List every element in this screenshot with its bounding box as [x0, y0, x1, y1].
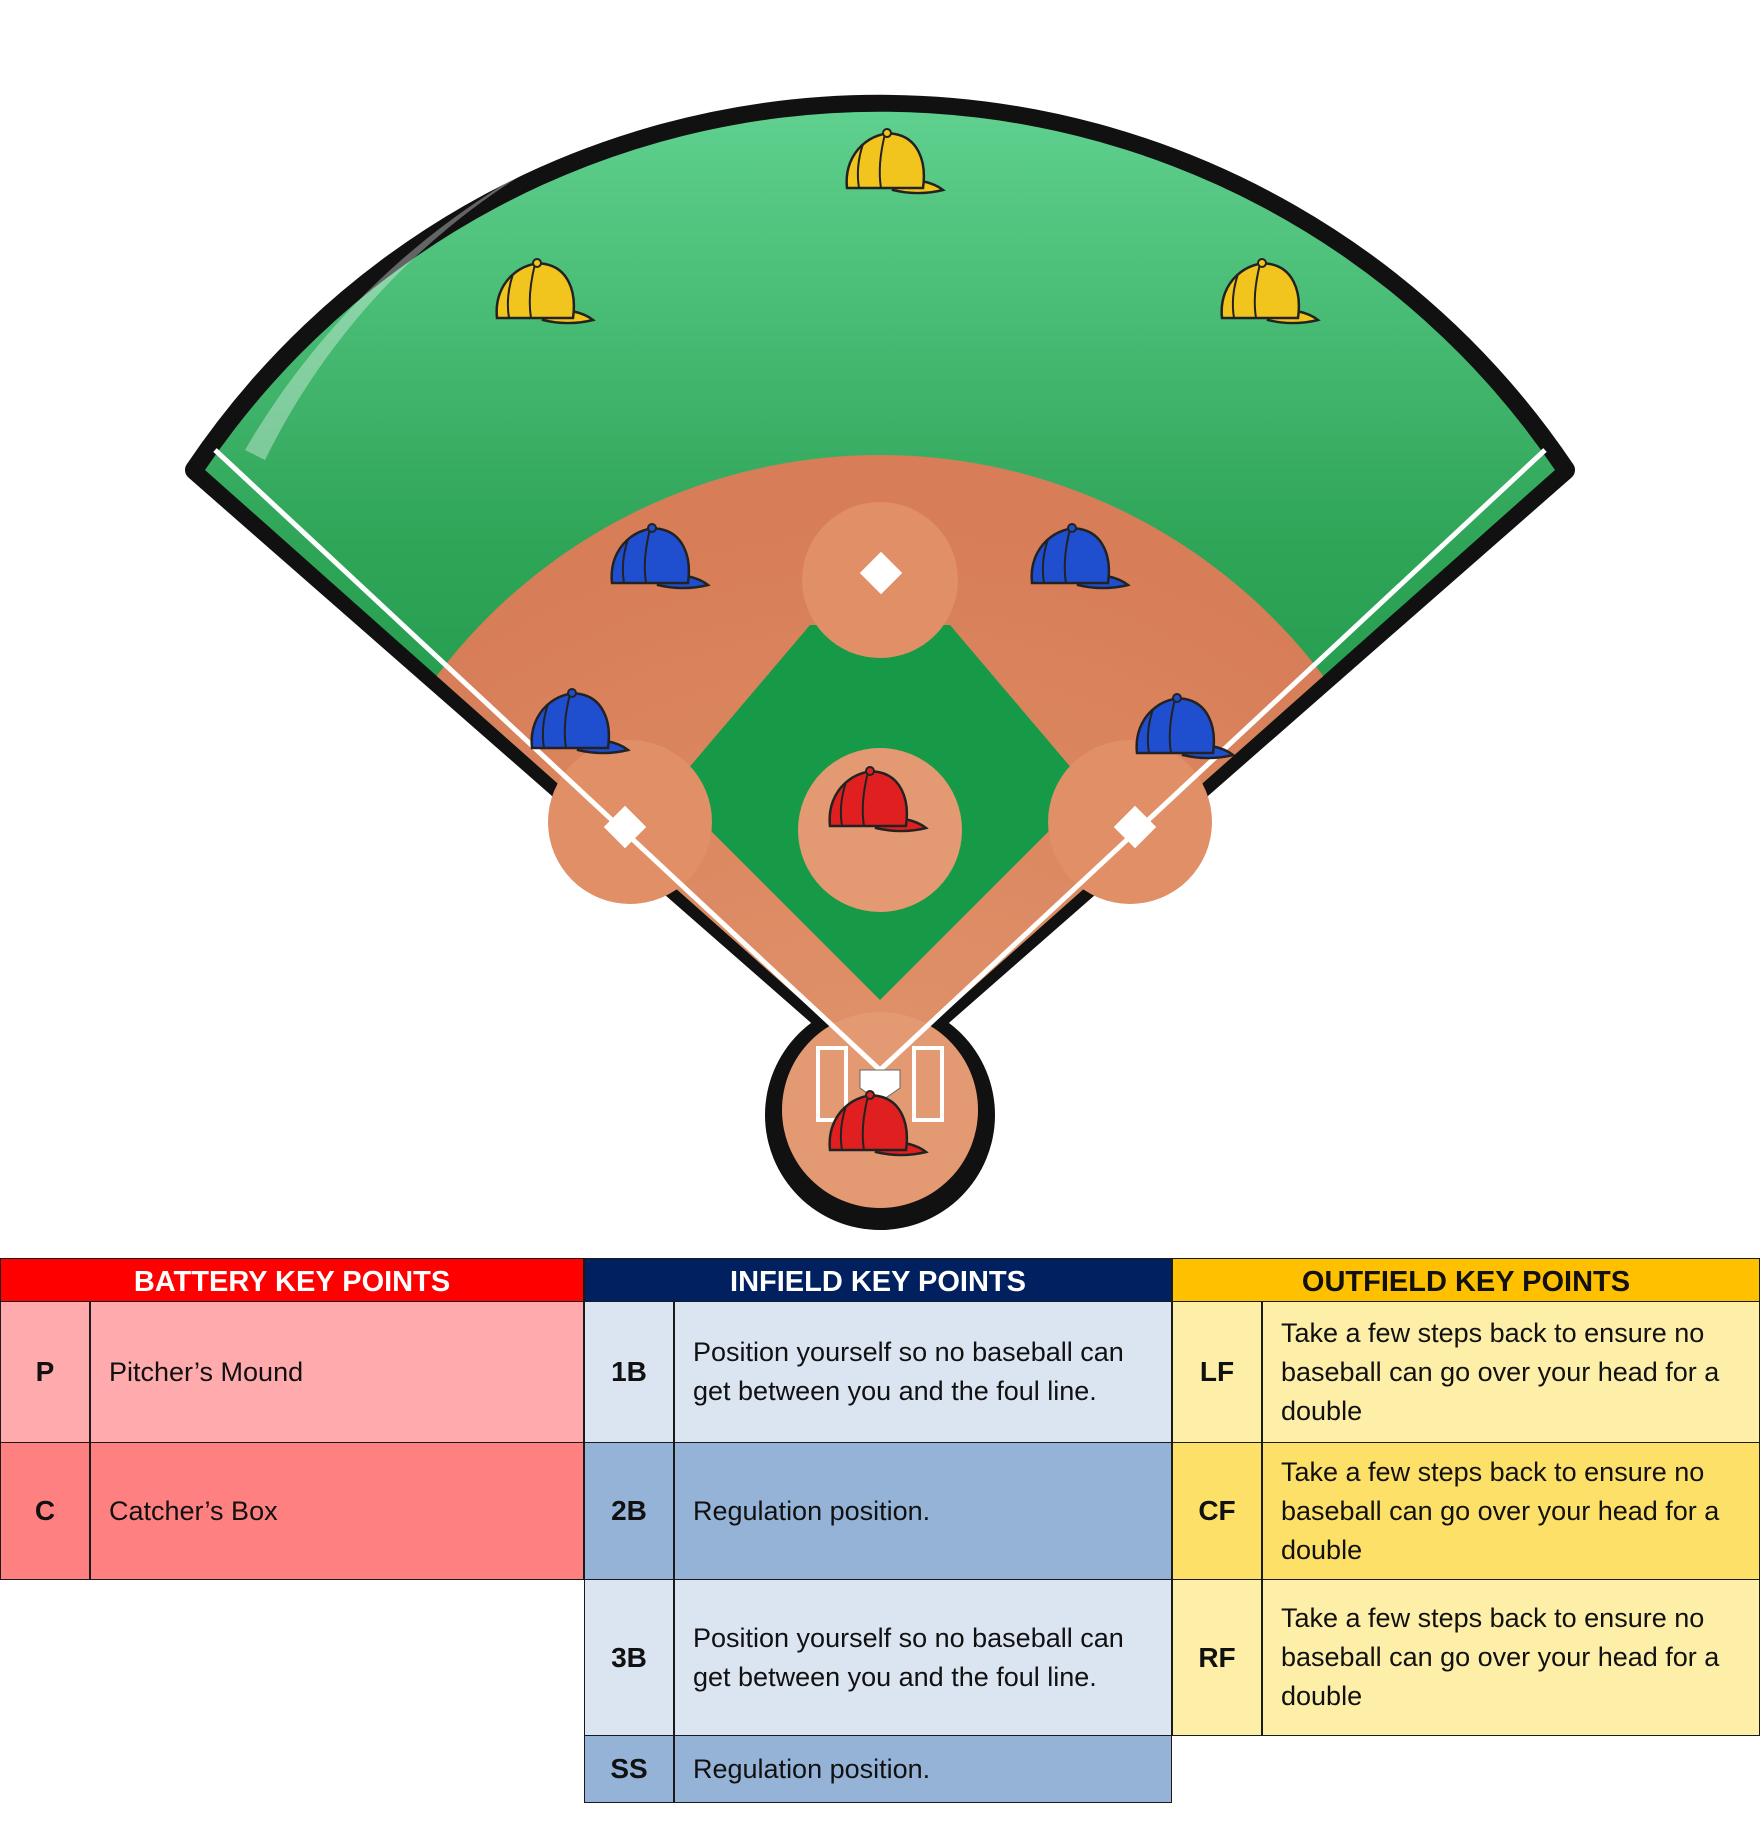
infield-row-ss: SS Regulation position.	[584, 1736, 1172, 1803]
position-code: 3B	[585, 1580, 675, 1735]
battery-header: BATTERY KEY POINTS	[0, 1258, 584, 1302]
outfield-row-lf: LF Take a few steps back to ensure no ba…	[1172, 1302, 1760, 1443]
infield-row-2b: 2B Regulation position.	[584, 1443, 1172, 1580]
cap-icon-c	[828, 1090, 929, 1157]
infield-row-1b: 1B Position yourself so no baseball can …	[584, 1302, 1172, 1443]
cap-icon-1b	[1135, 693, 1236, 760]
outfield-header: OUTFIELD KEY POINTS	[1172, 1258, 1760, 1302]
position-code: 2B	[585, 1443, 675, 1579]
position-description: Regulation position.	[693, 1495, 931, 1526]
baseball-field-diagram	[185, 94, 1575, 1230]
player-caps	[495, 128, 1321, 1157]
infield-row-3b: 3B Position yourself so no baseball can …	[584, 1580, 1172, 1736]
first-base	[1113, 805, 1157, 849]
position-code: LF	[1173, 1302, 1263, 1442]
position-code: C	[1, 1443, 91, 1579]
cap-icon-cf	[845, 128, 946, 195]
infield-header: INFIELD KEY POINTS	[584, 1258, 1172, 1302]
position-description: Take a few steps back to ensure no baseb…	[1281, 1317, 1720, 1426]
battery-key-points: BATTERY KEY POINTS P Pitcher’s Mound C C…	[0, 1258, 584, 1580]
position-description: Take a few steps back to ensure no baseb…	[1281, 1456, 1720, 1565]
cap-icon-p	[828, 766, 929, 833]
cap-icon-2b	[1030, 523, 1131, 590]
batters-boxes	[816, 1046, 944, 1122]
position-description: Take a few steps back to ensure no baseb…	[1281, 1603, 1720, 1711]
cap-icon-3b	[610, 523, 711, 590]
position-description: Regulation position.	[693, 1753, 931, 1784]
cap-icon-ss	[530, 688, 631, 755]
position-code: SS	[585, 1736, 675, 1802]
position-code: P	[1, 1302, 91, 1442]
outfield-row-rf: RF Take a few steps back to ensure no ba…	[1172, 1580, 1760, 1736]
position-description: Catcher’s Box	[109, 1495, 278, 1526]
battery-row-c: C Catcher’s Box	[0, 1443, 584, 1580]
position-description: Pitcher’s Mound	[109, 1356, 304, 1387]
position-code: 1B	[585, 1302, 675, 1442]
position-code: RF	[1173, 1580, 1263, 1735]
cap-icon-rf	[1220, 258, 1321, 325]
infield-key-points: INFIELD KEY POINTS 1B Position yourself …	[584, 1258, 1172, 1803]
position-code: CF	[1173, 1443, 1263, 1579]
cap-icon-lf	[495, 258, 596, 325]
outfield-key-points: OUTFIELD KEY POINTS LF Take a few steps …	[1172, 1258, 1760, 1736]
position-description: Position yourself so no baseball can get…	[693, 1622, 1124, 1692]
foul-lines	[213, 448, 1547, 1072]
position-description: Position yourself so no baseball can get…	[693, 1337, 1124, 1406]
battery-row-p: P Pitcher’s Mound	[0, 1302, 584, 1443]
outfield-row-cf: CF Take a few steps back to ensure no ba…	[1172, 1443, 1760, 1580]
